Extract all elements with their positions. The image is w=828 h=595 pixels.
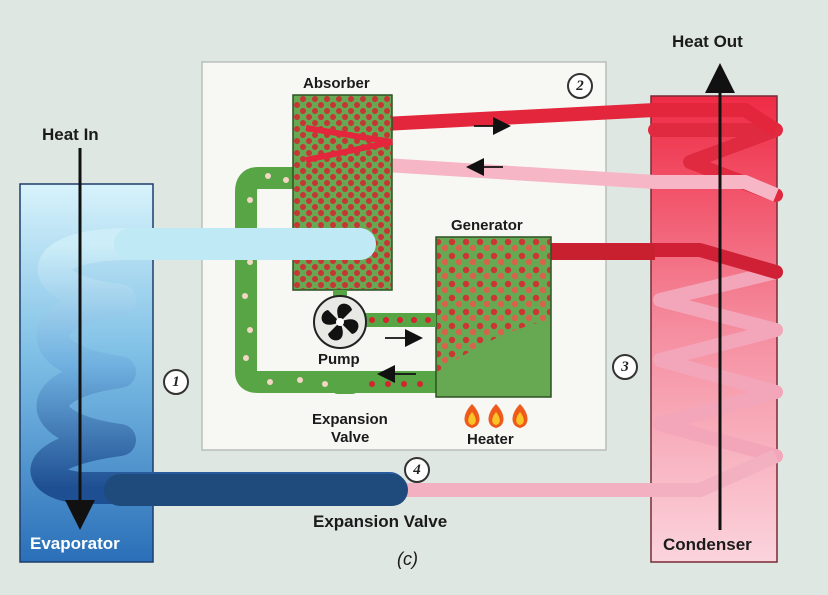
- absorber-solution: [294, 96, 391, 289]
- absorber-label: Absorber: [303, 75, 370, 92]
- condenser-label: Condenser: [663, 535, 752, 554]
- pump-label: Pump: [318, 351, 360, 368]
- flow-arrows: [377, 117, 511, 383]
- step-marker-1: 1: [163, 369, 189, 395]
- evaporator-coil: [30, 228, 406, 504]
- pump-icon: [313, 295, 367, 349]
- generator-solution: [437, 238, 550, 372]
- inner-expansion-label-1: Expansion: [312, 411, 388, 428]
- strong-solution-dots: [369, 317, 431, 323]
- inner-expansion-valve: [330, 376, 360, 394]
- liquid-pipe-condenser-to-valve: [390, 449, 779, 497]
- step-marker-4: 4: [404, 457, 430, 483]
- weak-solution-loop: [235, 167, 436, 393]
- step-marker-2: 2: [567, 73, 593, 99]
- heat-in-label: Heat In: [42, 125, 99, 144]
- heater-label: Heater: [467, 431, 514, 448]
- inner-expansion-label-2: Valve: [331, 429, 370, 446]
- evaporator-label: Evaporator: [30, 534, 120, 553]
- figure-caption: (c): [397, 549, 418, 569]
- hot-pipe-absorber-to-condenser: [305, 103, 780, 136]
- step-marker-3: 3: [612, 354, 638, 380]
- absorber-coil-inner: [305, 125, 393, 163]
- expansion-valve-label: Expansion Valve: [313, 512, 448, 531]
- generator-label: Generator: [451, 217, 523, 234]
- heater-flames-icon: [464, 404, 528, 428]
- heat-out-label: Heat Out: [672, 32, 743, 51]
